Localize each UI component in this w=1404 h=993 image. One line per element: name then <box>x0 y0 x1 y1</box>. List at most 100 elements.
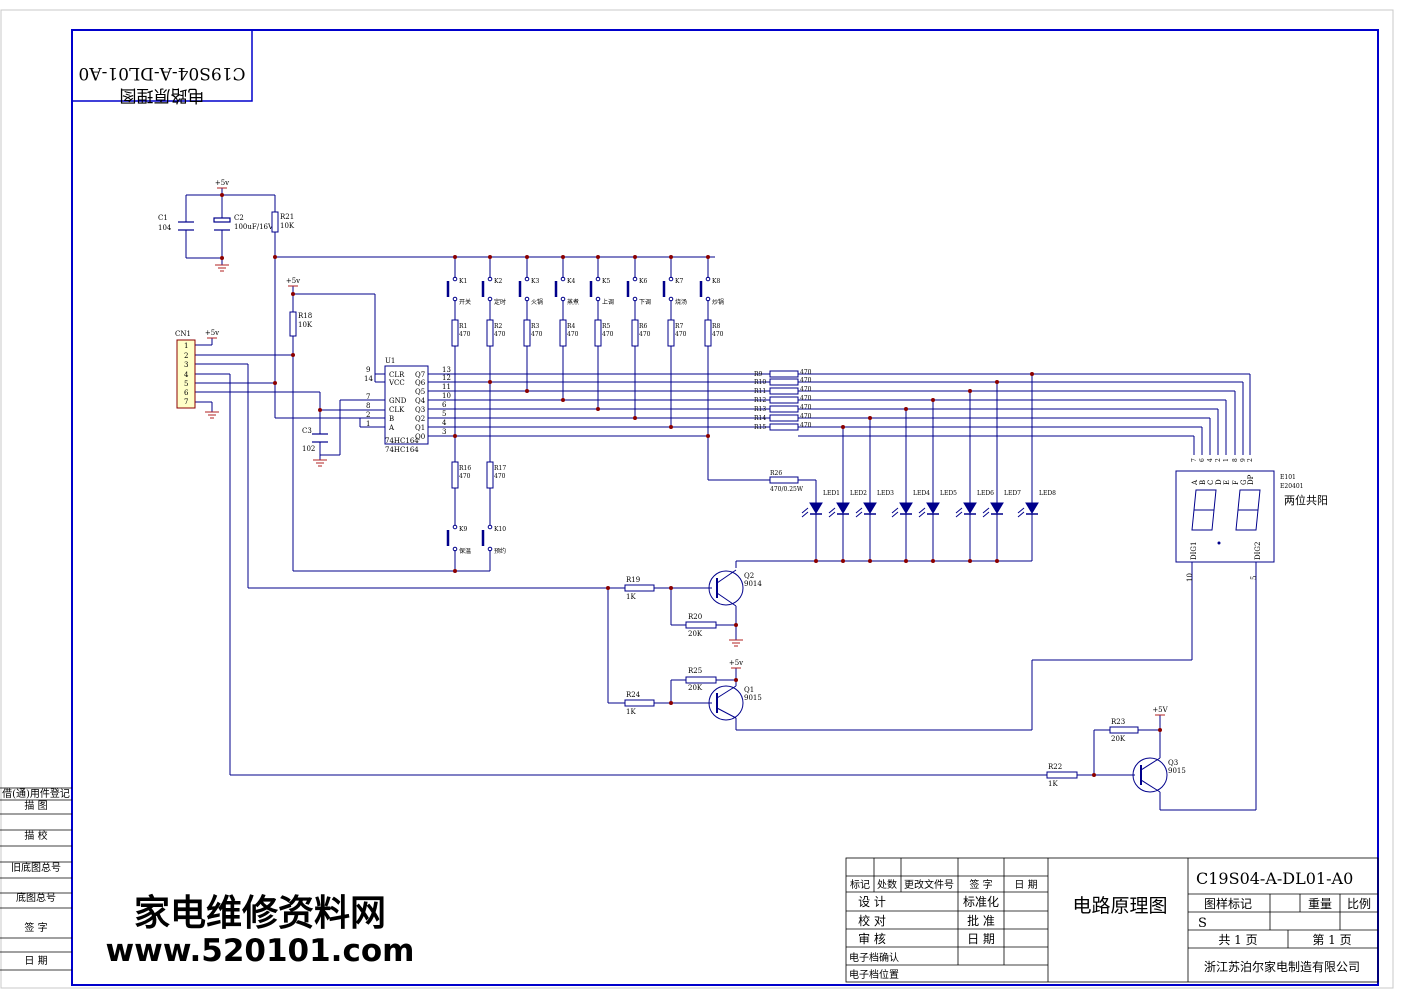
key-switch-contact <box>524 276 530 282</box>
key-resistor-value: 470 <box>494 331 506 338</box>
display-ref: E101 <box>1280 474 1296 481</box>
segment-resistor-body <box>769 414 799 422</box>
r19-ref: R19 <box>626 576 640 584</box>
r21-body <box>271 211 279 233</box>
u1-pin-gnd: GND <box>389 397 407 405</box>
segment-resistor-ref: R10 <box>754 379 766 386</box>
key-resistor-ref: R1 <box>459 323 467 330</box>
key-label: 火锅 <box>531 298 543 306</box>
u1-pin-q4: Q4 <box>415 397 426 405</box>
key-switch-contact <box>632 296 638 302</box>
tb-header-date: 日 期 <box>1014 879 1037 891</box>
tb-total-sheets: 共 1 页 <box>1218 933 1257 947</box>
key-resistor-body <box>667 319 675 347</box>
key-ref: K5 <box>602 278 610 285</box>
mirrored-drawing-no: C19S04-A-DL01-A0 <box>78 63 245 83</box>
display-digits <box>1191 489 1261 545</box>
led-diode <box>990 502 1004 514</box>
display-pin-label: D <box>1215 479 1223 485</box>
power-symbols <box>207 187 1165 716</box>
key-resistor-body <box>451 319 459 347</box>
key-resistor-value: 470 <box>639 331 651 338</box>
key-switch-contact <box>595 276 601 282</box>
strip-label-check: 描 校 <box>24 829 47 842</box>
strip-label-old-no: 旧底图总号 <box>11 861 61 874</box>
display-pin-number: 9 <box>1240 458 1247 462</box>
key-label: 开关 <box>459 298 471 306</box>
key-ref: K6 <box>639 278 647 285</box>
u1-pin-q0: Q0 <box>415 433 425 441</box>
led-diode <box>836 502 850 514</box>
key-ref: K4 <box>567 278 575 285</box>
segment-resistor-value: 470 <box>800 386 812 393</box>
tb-role-standard: 标准化 <box>963 895 999 909</box>
ground-symbols <box>205 264 743 647</box>
led-emission-arrow <box>801 507 809 518</box>
segment-resistor-body <box>769 396 799 404</box>
tb-role-review: 审 核 <box>858 931 886 946</box>
r20-value: 20K <box>688 630 703 638</box>
mirrored-header-box <box>71 29 253 102</box>
u1-num-7: 7 <box>366 393 370 401</box>
u1-pin-b: B <box>389 415 394 423</box>
k10-ref: K10 <box>494 526 506 533</box>
strip-label-sign: 签 字 <box>24 921 47 934</box>
r24-ref: R24 <box>626 691 641 699</box>
display-pin-label: DP <box>1247 474 1255 485</box>
r24-value: 1K <box>626 708 636 716</box>
tb-sheet: 第 1 页 <box>1312 933 1351 947</box>
segment-resistor-value: 470 <box>800 395 812 402</box>
segment-resistor-body <box>769 378 799 386</box>
key-label: 上调 <box>602 298 614 306</box>
strip-label-base-no: 底图总号 <box>16 891 56 904</box>
key-resistor-value: 470 <box>567 331 579 338</box>
key-resistor-ref: R8 <box>712 323 721 330</box>
display-pin-label: F <box>1232 480 1240 485</box>
segment-resistor-value: 470 <box>800 377 812 384</box>
display-pin-number: 8 <box>1232 458 1239 462</box>
u1-body <box>384 365 429 445</box>
key-label: 下调 <box>639 298 651 306</box>
led-emission-arrow <box>828 507 836 518</box>
u1-num-9: 9 <box>366 366 370 374</box>
key-switch-contact <box>705 276 711 282</box>
segment-resistor-ref: R11 <box>754 388 766 395</box>
u1-pin-a: A <box>388 424 395 432</box>
led-diode <box>809 502 823 514</box>
r20-ref: R20 <box>688 613 702 621</box>
power-label-r18: +5v <box>286 277 300 285</box>
segment-resistor-body <box>769 405 799 413</box>
display-pin-number: 6 <box>1199 458 1206 462</box>
key-resistor-value: 470 <box>712 331 724 338</box>
key-resistor-ref: R3 <box>531 323 540 330</box>
k9-label: 保温 <box>459 547 471 555</box>
led-ref: LED2 <box>850 490 867 497</box>
watermark-box <box>115 886 405 968</box>
key-switch-contact <box>668 276 674 282</box>
r16-ref: R16 <box>459 465 471 472</box>
segment-resistor-value: 470 <box>800 369 812 376</box>
r22-ref: R22 <box>1048 763 1062 771</box>
cn1-ref: CN1 <box>175 330 191 338</box>
display-dig2: DIG2 <box>1254 542 1262 560</box>
key-resistor-ref: R6 <box>639 323 648 330</box>
u1-num-5: 5 <box>442 410 446 418</box>
tb-field-weight: 重量 <box>1308 897 1332 911</box>
key-switch-contact <box>524 296 530 302</box>
led-ref: LED5 <box>940 490 957 497</box>
watermark-line1: 家电维修资料网 <box>134 892 386 934</box>
tb-mark-value: S <box>1198 916 1207 931</box>
u1-num-8: 8 <box>366 402 370 410</box>
keys-group: K1开关R1470K2定时R2470K3火锅R3470K4蒸煮R4470K5上调… <box>446 276 724 347</box>
key-resistor-value: 470 <box>602 331 614 338</box>
key-resistor-value: 470 <box>459 331 471 338</box>
u1-part-inside: 74HC164 <box>385 437 419 445</box>
r18-body <box>289 311 297 337</box>
display-pin-number: 4 <box>1207 458 1214 462</box>
key-resistor-ref: R5 <box>602 323 611 330</box>
u1-num-4: 4 <box>442 419 447 427</box>
watermark-line2: www.520101.com <box>106 933 415 969</box>
cn1-pin4: 4 <box>184 371 189 379</box>
segment-resistor-body <box>769 370 799 378</box>
r17-value: 470 <box>494 473 506 480</box>
